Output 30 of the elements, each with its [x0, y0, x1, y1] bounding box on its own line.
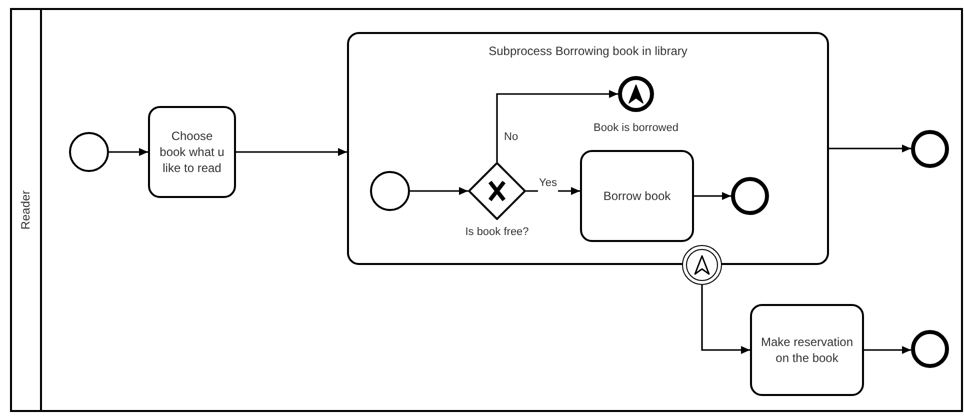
end-event — [618, 76, 654, 112]
event-label: Is book free? — [465, 225, 529, 240]
sequence-flow-arrow — [694, 192, 731, 200]
sequence-flow-arrow — [496, 90, 618, 162]
sequence-flow-arrow — [410, 187, 468, 195]
pool — [10, 8, 963, 412]
pool-label: Reader — [18, 190, 34, 230]
end-event — [911, 130, 949, 168]
end-event — [731, 177, 769, 215]
subprocess-title: Subprocess Borrowing book in library — [488, 43, 688, 60]
sequence-flow-arrow — [236, 148, 347, 156]
sequence-flow-arrow — [526, 187, 580, 195]
task-label: Borrow book — [603, 188, 671, 204]
sequence-flow-arrow — [864, 346, 911, 354]
edge-label: Yes — [538, 175, 558, 192]
subprocess-box — [347, 32, 829, 265]
task-box — [148, 106, 236, 198]
start-event — [370, 171, 410, 211]
boundary-event — [682, 245, 722, 285]
sequence-flow-arrow — [109, 148, 148, 156]
sequence-flow-arrow — [701, 285, 750, 354]
sequence-flow-arrow — [829, 144, 911, 152]
task-box — [750, 304, 864, 396]
start-event — [69, 132, 109, 172]
task-box — [580, 150, 694, 242]
task-label: Choose book what u like to read — [158, 128, 226, 176]
event-label: Book is borrowed — [594, 121, 678, 136]
end-event — [911, 330, 949, 368]
task-label: Make reservation on the book — [760, 334, 854, 366]
gateway-diamond — [468, 162, 526, 220]
